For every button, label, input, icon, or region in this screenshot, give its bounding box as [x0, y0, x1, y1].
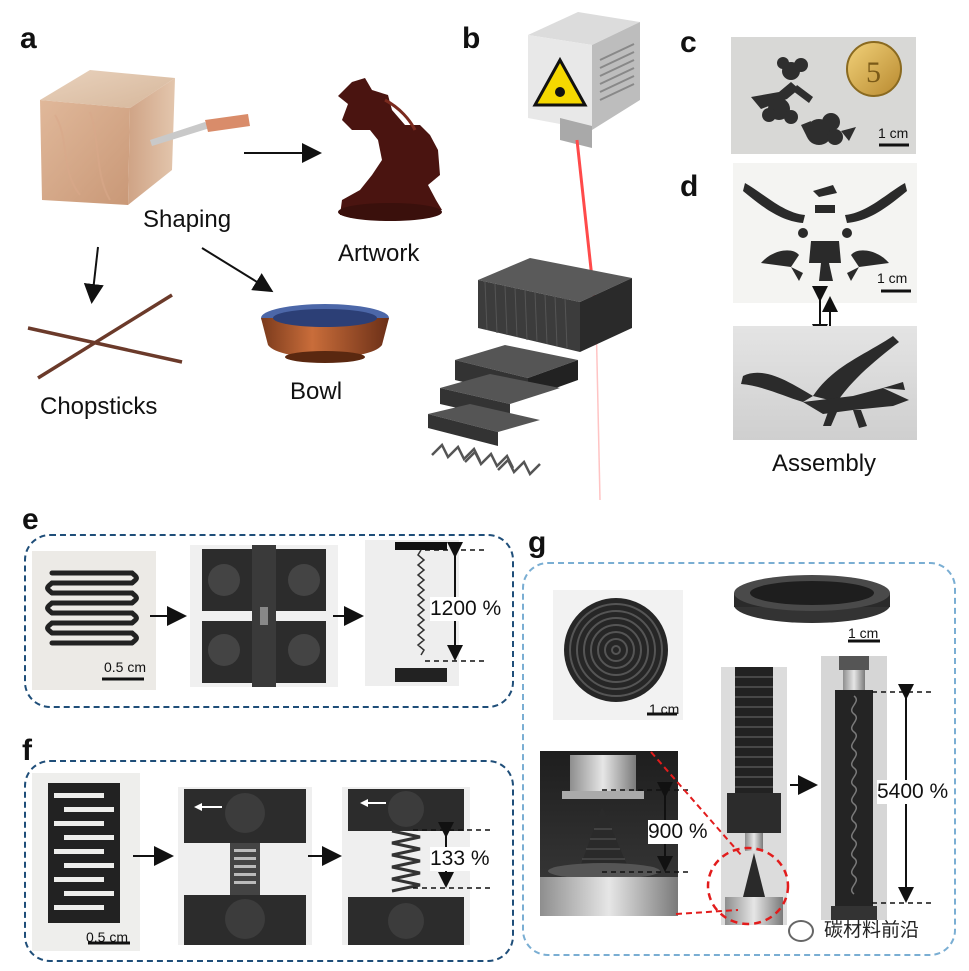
panel-label-e: e [22, 503, 39, 536]
bowl-label: Bowl [290, 378, 343, 405]
panel-f-strain-label: 133 % [430, 847, 490, 871]
panel-e-scale-label: 0.5 cm [104, 659, 147, 675]
watermark: 碳材料前沿 [788, 915, 919, 942]
panel-f-kirigami-photo: 0.5 cm [32, 773, 140, 951]
shaping-label: Shaping [143, 206, 232, 233]
watermark-text: 碳材料前沿 [824, 919, 920, 941]
panel-label-d: d [680, 170, 699, 203]
panel-g-top-scale-label: 1 cm [848, 625, 879, 641]
panel-g-dashed-frame [522, 562, 956, 956]
dragon-assembly-photo [733, 326, 917, 440]
panel-c-scale-label: 1 cm [878, 125, 909, 141]
panel-g-spiral-photo: 1 cm [553, 590, 683, 720]
panel-label-f: f [22, 734, 32, 767]
coin-text: 5 [866, 56, 881, 89]
panel-d-scale-label: 1 cm [877, 270, 908, 286]
artwork-label: Artwork [338, 240, 420, 267]
chopsticks-label: Chopsticks [40, 393, 158, 420]
panel-g-cone-strain-label: 900 % [648, 820, 708, 844]
assembly-label: Assembly [772, 450, 877, 477]
panel-g-spiral-scale-label: 1 cm [649, 701, 680, 717]
wechat-icon [788, 919, 814, 942]
panel-e-coil-photo: 0.5 cm [32, 551, 156, 690]
panel-e-grip-photo [190, 545, 338, 687]
dragon-parts-photo: 1 cm [733, 163, 917, 303]
panel-label-a: a [20, 22, 37, 55]
panel-f-dashed-frame [24, 760, 514, 962]
flower-pattern-photo: 5 1 cm [731, 37, 916, 154]
panel-g-strip-photo [721, 667, 787, 925]
panel-e-strain-label: 1200 % [430, 597, 502, 621]
panel-g-stretched-strip-photo [821, 656, 887, 920]
panel-label-g: g [528, 526, 547, 559]
panel-f-grip-photo [178, 787, 312, 945]
panel-g-stretch-strain-label: 5400 % [877, 780, 949, 804]
panel-label-c: c [680, 26, 697, 59]
panel-f-scale-label: 0.5 cm [86, 929, 129, 945]
panel-label-b: b [462, 22, 481, 55]
panel-e-dashed-frame [24, 534, 514, 708]
